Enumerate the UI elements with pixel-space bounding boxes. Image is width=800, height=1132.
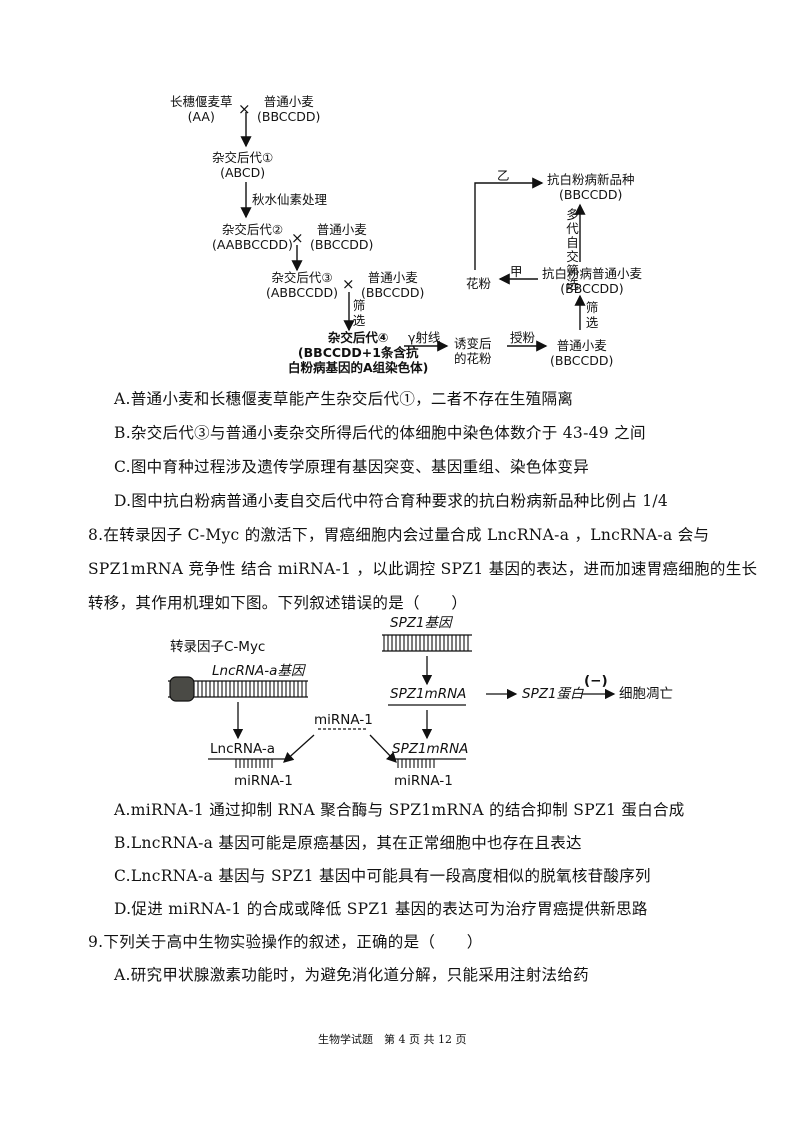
q8-option-a: A.miRNA-1 通过抑制 RNA 聚合酶与 SPZ1mRNA 的结合抑制 S… <box>114 801 685 819</box>
new-resistant-variety: 抗白粉病新品种 (BBCCDD) <box>547 172 635 202</box>
genome: (BBCCDD) <box>560 281 624 296</box>
q8-stem-line-2: SPZ1mRNA 竞争性 结合 miRNA-1 ，以此调控 SPZ1 基因的表达… <box>88 560 758 578</box>
apoptosis-label: 细胞凋亡 <box>619 686 673 702</box>
mirna-bound-left-label: miRNA-1 <box>234 773 293 789</box>
hybrid-4: 杂交后代④ (BBCCDD+1条含抗 白粉病基因的A组染色体) <box>288 330 428 375</box>
label: 抗白粉病新品种 <box>547 172 635 187</box>
label-yi: 乙 <box>497 168 510 183</box>
pollinate-label: 授粉 <box>510 330 536 345</box>
q8-stem-line-1: 8.在转录因子 C-Myc 的激活下，胃癌细胞内会过量合成 LncRNA-a ，… <box>88 526 710 544</box>
q7-option-a: A.普通小麦和长穗偃麦草能产生杂交后代①，二者不存在生殖隔离 <box>114 390 574 408</box>
label: 普通小麦 <box>367 270 418 285</box>
q9-option-a: A.研究甲状腺激素功能时，为避免消化道分解，只能采用注射法给药 <box>114 966 589 984</box>
colchicine-label: 秋水仙素处理 <box>252 192 328 207</box>
screen-label-1: 筛选 <box>352 298 366 328</box>
q7-option-b: B.杂交后代③与普通小麦杂交所得后代的体细胞中染色体数介于 43-49 之间 <box>114 424 646 442</box>
genome: (BBCCDD) <box>550 353 614 368</box>
hybrid-1: 杂交后代① (ABCD) <box>212 150 273 180</box>
label: 普通小麦 <box>556 338 607 353</box>
q8-stem-line-3: 转移，其作用机理如下图。下列叙述错误的是（ ） <box>88 594 468 612</box>
q8-option-c: C.LncRNA-a 基因与 SPZ1 基因中可能具有一段高度相似的脱氧核苷酸序… <box>114 867 651 885</box>
parent-3: 普通小麦 (BBCCDD) <box>361 270 424 300</box>
label: 杂交后代③ <box>271 270 333 285</box>
transcription-factor-label: 转录因子C-Myc <box>170 639 266 655</box>
multi-gen-selfing-label: 多代自交筛选 <box>566 207 579 292</box>
cross-symbol-2: × <box>291 229 304 247</box>
genome: (BBCCDD) <box>559 187 623 202</box>
cross-symbol-1: × <box>238 100 251 118</box>
common-wheat: 普通小麦 (BBCCDD) <box>550 338 613 368</box>
genome: (BBCCDD) <box>257 109 321 124</box>
label: 长穗偃麦草 <box>170 94 233 109</box>
spz1-mrna-label: SPZ1mRNA <box>390 686 467 702</box>
q8-option-b: B.LncRNA-a 基因可能是原癌基因，其在正常细胞中也存在且表达 <box>114 834 582 852</box>
spz1-mrna-product-label: SPZ1mRNA <box>392 741 469 757</box>
parent-2: 普通小麦 (BBCCDD) <box>310 222 373 252</box>
line-1: 诱变后 <box>454 336 492 351</box>
gamma-ray-label: γ射线 <box>408 330 441 345</box>
hybrid-2: 杂交后代② (AABBCCDD) <box>212 222 293 252</box>
label-jia: 甲 <box>510 264 523 279</box>
genome: (AABBCCDD) <box>212 237 293 252</box>
inhibition-sign: (−) <box>584 673 608 689</box>
spz1-protein-label: SPZ1蛋白 <box>522 686 584 702</box>
genome: (ABBCCDD) <box>266 285 338 300</box>
screen-label-2: 筛选 <box>585 300 599 330</box>
label: 普通小麦 <box>316 222 367 237</box>
page-footer: 生物学试题 第 4 页 共 12 页 <box>318 1033 467 1046</box>
hybrid-3: 杂交后代③ (ABBCCDD) <box>266 270 338 300</box>
resistant-common-wheat: 抗白粉病普通小麦 (BBCCDD) <box>542 266 642 296</box>
label: 杂交后代① <box>212 150 274 165</box>
line-2: 的花粉 <box>454 351 492 366</box>
genome-line-2: 白粉病基因的A组染色体) <box>288 360 429 375</box>
q8-option-d: D.促进 miRNA-1 的合成或降低 SPZ1 基因的表达可为治疗胃癌提供新思… <box>114 900 648 918</box>
genome: (AA) <box>187 109 215 124</box>
genome: (ABCD) <box>220 165 266 180</box>
q9-stem: 9.下列关于高中生物实验操作的叙述，正确的是（ ） <box>88 933 483 951</box>
cross-symbol-3: × <box>342 275 355 293</box>
pollen-label: 花粉 <box>466 276 492 291</box>
parent-1a: 长穗偃麦草 (AA) <box>170 94 233 124</box>
mutated-pollen: 诱变后 的花粉 <box>454 336 492 366</box>
c-myc-protein-shape <box>169 676 195 702</box>
mirna-free-label: miRNA-1 <box>314 712 373 728</box>
genome: (BBCCDD) <box>361 285 425 300</box>
genome-line-1: (BBCCDD+1条含抗 <box>297 345 419 360</box>
label: 杂交后代② <box>221 222 284 237</box>
lncrna-gene-label: LncRNA-a基因 <box>212 663 305 679</box>
label: 杂交后代④ <box>327 330 389 345</box>
q7-option-c: C.图中育种过程涉及遗传学原理有基因突变、基因重组、染色体变异 <box>114 458 590 476</box>
genome: (BBCCDD) <box>310 237 374 252</box>
label: 普通小麦 <box>263 94 314 109</box>
q7-option-d: D.图中抗白粉病普通小麦自交后代中符合育种要求的抗白粉病新品种比例占 1/4 <box>114 492 669 510</box>
spz1-gene-label: SPZ1基因 <box>390 615 452 631</box>
lncrna-product-label: LncRNA-a <box>210 741 276 757</box>
mirna-bound-right-label: miRNA-1 <box>394 773 453 789</box>
label: 抗白粉病普通小麦 <box>542 266 643 281</box>
parent-1b: 普通小麦 (BBCCDD) <box>257 94 320 124</box>
